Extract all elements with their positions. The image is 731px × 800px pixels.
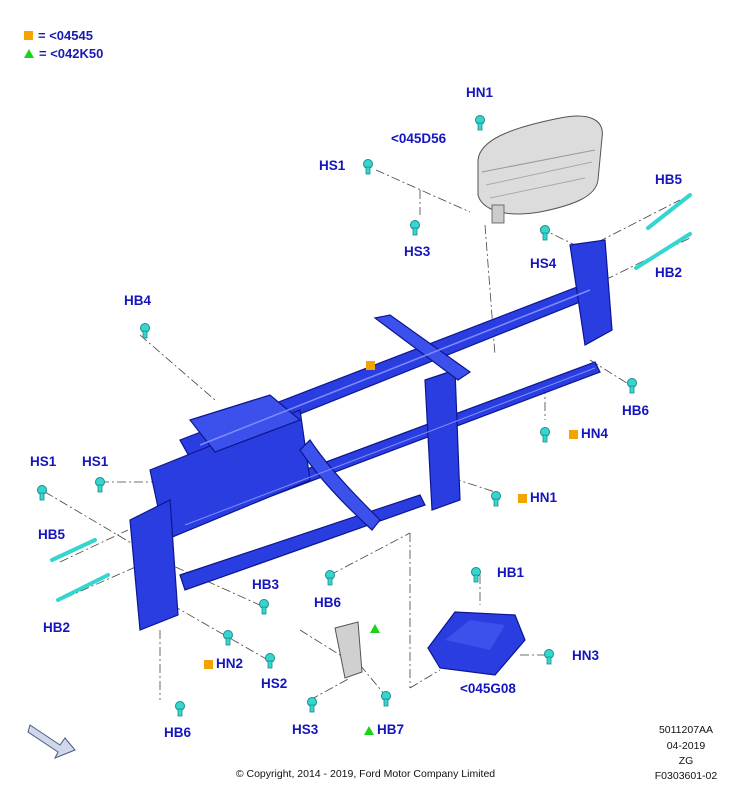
part-number: 5011207AA	[658, 724, 714, 736]
callout-hb6-mid: HB6	[314, 595, 342, 610]
green-triangle-icon	[24, 49, 34, 58]
callout-hb5-left: HB5	[38, 527, 66, 542]
legend-item-042k50: = <042K50	[24, 46, 103, 61]
callout-hn1-mid: HN1	[518, 490, 557, 505]
support-bracket	[334, 621, 363, 679]
callout-label: HB7	[377, 722, 405, 737]
cross-car-beam	[129, 239, 613, 631]
callout-hs2: HS2	[261, 676, 288, 691]
copyright-text: © Copyright, 2014 - 2019, Ford Motor Com…	[235, 768, 496, 780]
green-triangle-icon	[370, 624, 380, 633]
callout-hb6-bottom: HB6	[164, 725, 192, 740]
knee-bracket	[427, 611, 526, 676]
callout-hs3-bottom: HS3	[292, 722, 319, 737]
callout-label: HN4	[581, 426, 609, 441]
legend-label: = <042K50	[39, 46, 104, 61]
callout-hb7: HB7	[364, 722, 404, 737]
revision-date: 04-2019	[666, 740, 706, 752]
callout-hb5-right: HB5	[655, 172, 683, 187]
callout-hs4: HS4	[530, 256, 557, 271]
callout-hn4: HN4	[569, 426, 608, 441]
fasteners	[37, 115, 692, 717]
callout-hb3: HB3	[252, 577, 280, 592]
callout-hb2-right: HB2	[655, 265, 683, 280]
callout-045g08: <045G08	[460, 681, 516, 696]
orange-square-icon	[366, 361, 375, 370]
leader-lines	[44, 169, 691, 701]
callout-hb2-left: HB2	[43, 620, 71, 635]
legend-label: = <04545	[38, 28, 93, 43]
green-triangle-icon	[364, 725, 374, 735]
callout-045d56: <045D56	[391, 131, 447, 146]
orientation-arrow-icon	[27, 724, 76, 759]
figure-id: F0303601-02	[654, 770, 718, 782]
callout-hn2: HN2	[204, 656, 243, 671]
callout-hs3-top: HS3	[404, 244, 431, 259]
callout-label: HN1	[530, 490, 558, 505]
orange-square-icon	[204, 659, 213, 669]
legend-item-04545: = <04545	[24, 28, 93, 43]
revision-code: ZG	[678, 755, 694, 767]
callout-hs1-left: HS1	[30, 454, 57, 469]
callout-green-marker	[370, 621, 380, 636]
callout-hs1-left2: HS1	[82, 454, 109, 469]
airbag-module	[477, 115, 603, 224]
callout-hs1-top: HS1	[319, 158, 346, 173]
orange-square-icon	[24, 31, 33, 40]
callout-hb1: HB1	[497, 565, 525, 580]
callout-hn1-top: HN1	[466, 85, 494, 100]
callout-hn3: HN3	[572, 648, 600, 663]
orange-square-icon	[518, 493, 527, 503]
callout-orange-marker	[366, 358, 375, 373]
callout-label: HN2	[216, 656, 244, 671]
callout-hb4: HB4	[124, 293, 152, 308]
orange-square-icon	[569, 429, 578, 439]
callout-hb6-right: HB6	[622, 403, 650, 418]
